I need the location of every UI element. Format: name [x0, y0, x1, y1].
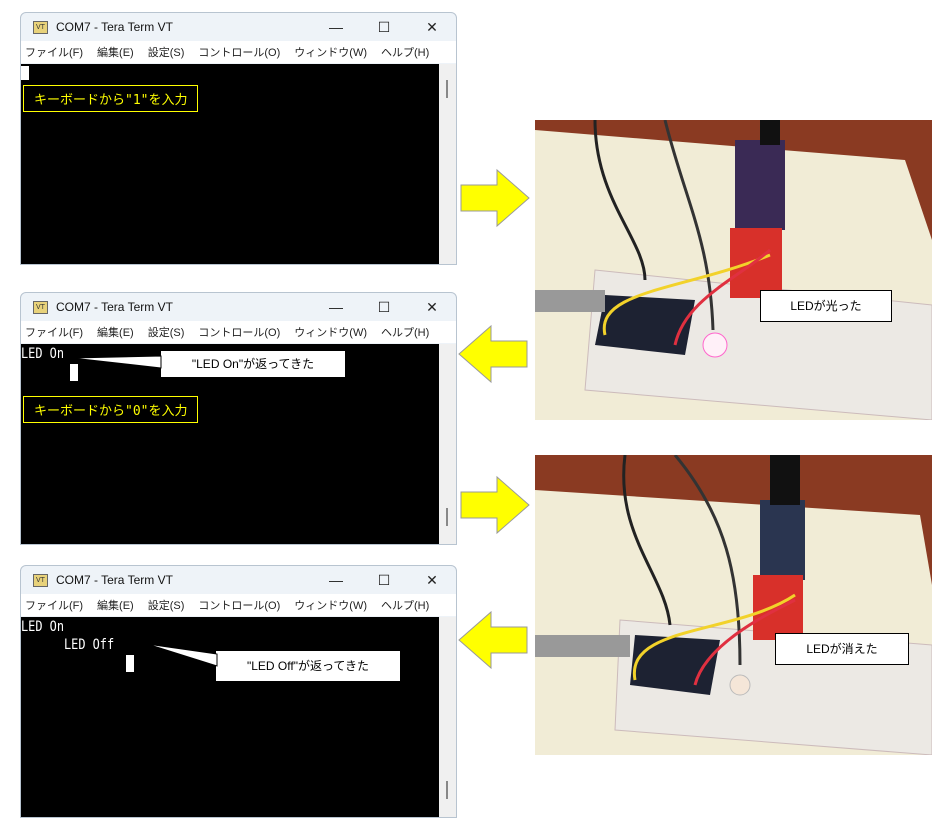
photo-led-off: LEDが消えた	[535, 455, 932, 755]
teraterm-app-icon: VT	[33, 300, 48, 314]
menu-control[interactable]: コントロール(O)	[198, 47, 281, 59]
minimize-button[interactable]: —	[329, 572, 343, 588]
left-arrow-icon	[458, 324, 528, 384]
teraterm-app-icon: VT	[33, 573, 48, 587]
instruction-note: キーボードから"1"を入力	[23, 85, 199, 112]
teraterm-app-icon: VT	[33, 20, 48, 34]
maximize-button[interactable]: ☐	[377, 298, 391, 315]
terminal-area[interactable]: キーボードから"1"を入力	[21, 64, 439, 264]
menu-settings[interactable]: 設定(S)	[147, 327, 185, 339]
maximize-button[interactable]: ☐	[377, 18, 391, 35]
callout-led-on: "LED On"が返ってきた	[160, 350, 346, 378]
window-title: COM7 - Tera Term VT	[56, 20, 173, 34]
menu-window[interactable]: ウィンドウ(W)	[294, 600, 367, 612]
right-arrow-icon	[460, 475, 530, 535]
callout-led-off-photo: LEDが消えた	[775, 633, 909, 665]
menu-file[interactable]: ファイル(F)	[25, 47, 84, 59]
left-arrow-icon	[458, 610, 528, 670]
menu-file[interactable]: ファイル(F)	[25, 600, 84, 612]
menu-window[interactable]: ウィンドウ(W)	[294, 47, 367, 59]
photo-led-on: LEDが光った	[535, 120, 932, 420]
menu-help[interactable]: ヘルプ(H)	[381, 600, 430, 612]
menu-edit[interactable]: 編集(E)	[97, 600, 134, 612]
instruction-note: キーボードから"0"を入力	[23, 396, 199, 423]
minimize-button[interactable]: —	[329, 19, 343, 35]
scrollbar[interactable]	[439, 64, 456, 264]
breadboard-photo	[535, 120, 932, 420]
breadboard-photo	[535, 455, 932, 755]
menu-bar: ファイル(F) 編集(E) 設定(S) コントロール(O) ウィンドウ(W) ヘルプ(H)	[21, 41, 456, 63]
minimize-button[interactable]: —	[329, 299, 343, 315]
menu-control[interactable]: コントロール(O)	[198, 600, 281, 612]
teraterm-window-3: VT COM7 - Tera Term VT — ☐ ✕ ファイル(F) 編集(E) 設定(…	[20, 565, 457, 818]
close-button[interactable]: ✕	[426, 18, 438, 35]
callout-pointer	[71, 355, 162, 369]
menu-file[interactable]: ファイル(F)	[25, 327, 84, 339]
cursor	[21, 66, 29, 80]
callout-pointer	[146, 643, 218, 667]
window-title: COM7 - Tera Term VT	[56, 573, 173, 587]
terminal-area[interactable]: LED On LED Off	[21, 617, 439, 817]
menu-help[interactable]: ヘルプ(H)	[381, 327, 430, 339]
right-arrow-icon	[460, 168, 530, 228]
close-button[interactable]: ✕	[426, 298, 438, 315]
teraterm-window-2: VT COM7 - Tera Term VT — ☐ ✕ ファイル(F) 編集(E) 設定(…	[20, 292, 457, 545]
menu-settings[interactable]: 設定(S)	[147, 47, 185, 59]
scrollbar[interactable]	[439, 344, 456, 544]
menu-help[interactable]: ヘルプ(H)	[381, 47, 430, 59]
scrollbar[interactable]	[439, 617, 456, 817]
cursor	[70, 364, 78, 381]
close-button[interactable]: ✕	[426, 571, 438, 588]
menu-settings[interactable]: 設定(S)	[147, 600, 185, 612]
callout-led-lit: LEDが光った	[760, 290, 892, 322]
menu-control[interactable]: コントロール(O)	[198, 327, 281, 339]
menu-edit[interactable]: 編集(E)	[97, 327, 134, 339]
window-title: COM7 - Tera Term VT	[56, 300, 173, 314]
teraterm-window-1: VT COM7 - Tera Term VT — ☐ ✕ ファイル(F) 編集(E) 設定(…	[20, 12, 457, 265]
callout-led-off: "LED Off"が返ってきた	[215, 650, 401, 682]
menu-edit[interactable]: 編集(E)	[97, 47, 134, 59]
maximize-button[interactable]: ☐	[377, 571, 391, 588]
terminal-line: LED Off	[21, 637, 115, 653]
menu-bar: ファイル(F) 編集(E) 設定(S) コントロール(O) ウィンドウ(W) ヘルプ(H)	[21, 321, 456, 343]
terminal-line: LED On	[21, 346, 64, 362]
terminal-line: LED On	[21, 619, 64, 635]
menu-bar: ファイル(F) 編集(E) 設定(S) コントロール(O) ウィンドウ(W) ヘルプ(H)	[21, 594, 456, 616]
cursor	[126, 655, 134, 672]
menu-window[interactable]: ウィンドウ(W)	[294, 327, 367, 339]
